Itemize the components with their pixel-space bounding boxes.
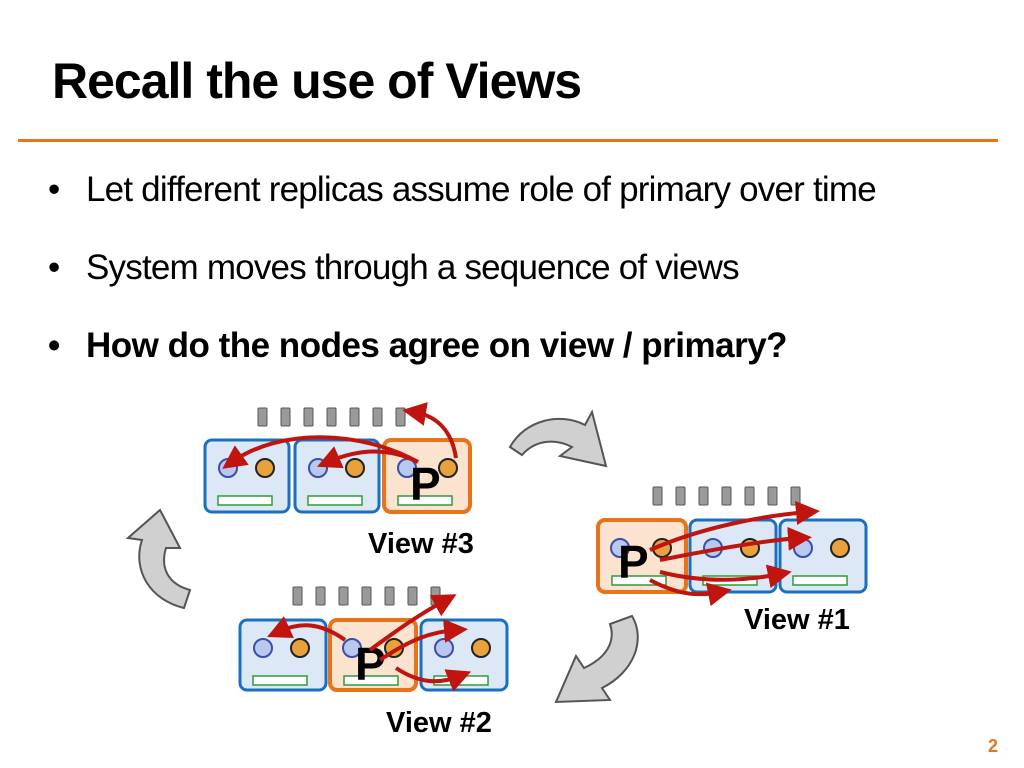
bullet-text: How do the nodes agree on view / primary… — [86, 326, 788, 365]
server-icon — [698, 486, 709, 506]
log-buffer-icon — [397, 495, 453, 506]
replica-node — [778, 518, 868, 594]
broadcast-arrows — [222, 402, 458, 469]
server-icon — [652, 486, 663, 506]
replica-node — [293, 438, 381, 514]
server-icon — [395, 407, 406, 427]
broadcast-arrows — [267, 594, 472, 692]
server-rack — [652, 486, 801, 506]
slide-title: Recall the use of Views — [52, 53, 582, 109]
server-icon — [361, 586, 372, 606]
log-buffer-icon — [252, 675, 308, 686]
view-1-group: P View #1 — [596, 486, 868, 636]
server-icon — [407, 586, 418, 606]
bullet-glyph: • — [48, 248, 60, 287]
log-buffer-icon — [307, 495, 363, 506]
server-icon — [372, 407, 383, 427]
bullet-item: • System moves through a sequence of view… — [48, 248, 876, 326]
server-icon — [326, 407, 337, 427]
log-buffer-icon — [792, 575, 848, 586]
replica-sync-icon — [308, 458, 328, 478]
bullet-list: • Let different replicas assume role of p… — [48, 170, 877, 404]
server-icon — [384, 586, 395, 606]
server-rack — [257, 407, 406, 427]
title-divider — [18, 139, 998, 142]
server-icon — [675, 486, 686, 506]
server-icon — [767, 486, 778, 506]
server-icon — [280, 407, 291, 427]
replica-sync-icon — [610, 538, 630, 558]
bullet-glyph: • — [48, 326, 60, 365]
primary-marker: P — [618, 536, 649, 588]
server-icon — [790, 486, 801, 506]
replica-sync-icon — [793, 538, 813, 558]
page-number: 2 — [987, 736, 998, 756]
server-icon — [744, 486, 755, 506]
cycle-arrow-icon — [125, 508, 192, 610]
server-icon — [338, 586, 349, 606]
replica-sync-icon — [434, 638, 454, 658]
server-icon — [721, 486, 732, 506]
server-icon — [315, 586, 326, 606]
state-machine-icon — [471, 638, 491, 658]
primary-node: P — [328, 618, 418, 692]
cycle-arrow-icon — [554, 614, 639, 704]
log-buffer-icon — [343, 675, 399, 686]
state-machine-icon — [830, 538, 850, 558]
bullet-glyph: • — [48, 170, 60, 209]
cycle-arrow-icon — [508, 409, 608, 468]
view-label: View #3 — [368, 528, 474, 560]
log-buffer-icon — [217, 495, 273, 506]
server-icon — [292, 586, 303, 606]
view-label: View #1 — [744, 604, 850, 636]
server-icon — [303, 407, 314, 427]
server-rack — [292, 586, 441, 606]
view-2-group: P View #2 — [238, 586, 509, 739]
state-machine-icon — [345, 458, 365, 478]
server-icon — [257, 407, 268, 427]
primary-marker: P — [410, 458, 441, 510]
view-3-group: P View #3 — [203, 402, 474, 560]
bullet-text: System moves through a sequence of views — [86, 248, 740, 287]
log-buffer-icon — [611, 575, 667, 586]
broadcast-arrows — [649, 501, 820, 607]
bullet-text: Let different replicas assume role of pr… — [86, 170, 877, 209]
state-machine-icon — [290, 638, 310, 658]
replica-sync-icon — [342, 638, 362, 658]
state-machine-icon — [438, 458, 458, 478]
server-icon — [349, 407, 360, 427]
replica-sync-icon — [253, 638, 273, 658]
primary-marker: P — [355, 638, 386, 690]
view-label: View #2 — [386, 707, 492, 739]
cycle-arrows — [125, 409, 639, 704]
bullet-item: • Let different replicas assume role of p… — [48, 170, 877, 248]
bullet-item: • How do the nodes agree on view / primar… — [48, 326, 876, 404]
state-machine-icon — [255, 458, 275, 478]
